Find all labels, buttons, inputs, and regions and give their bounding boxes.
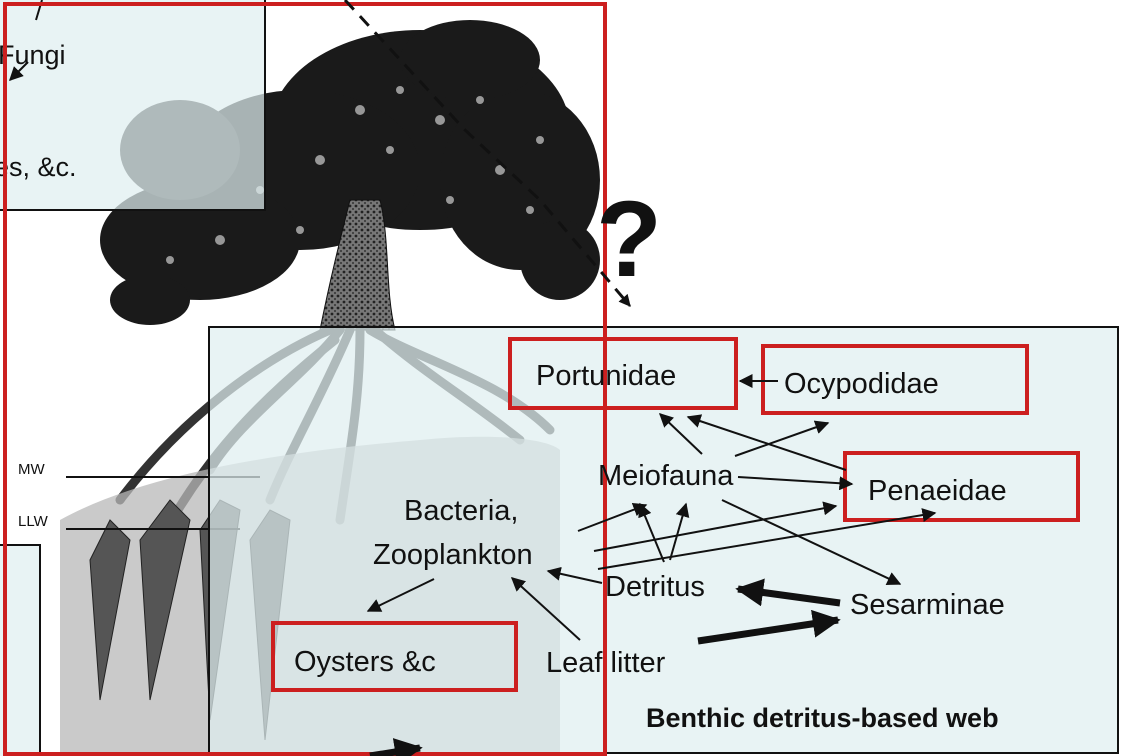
node-detritus: Detritus: [605, 571, 705, 603]
llw-label: LLW: [18, 513, 49, 530]
top-left-panel: Fungi es, &c.: [0, 0, 265, 210]
node-oysters: Oysters &c: [294, 646, 436, 678]
fungi-label: Fungi: [0, 40, 66, 70]
node-bacteria-line1: Bacteria,: [404, 495, 518, 527]
node-sesarminae: Sesarminae: [850, 589, 1005, 621]
node-portunidae: Portunidae: [536, 360, 676, 392]
node-bacteria-line2: Zooplankton: [373, 539, 533, 571]
node-leaf-litter: Leaf litter: [546, 647, 666, 679]
node-meiofauna: Meiofauna: [598, 460, 734, 492]
panel-title: Benthic detritus-based web: [646, 703, 999, 733]
node-penaeidae: Penaeidae: [868, 475, 1007, 507]
etc-label: es, &c.: [0, 152, 77, 182]
question-mark: ?: [596, 178, 662, 299]
node-ocypodidae: Ocypodidae: [784, 368, 939, 400]
mw-label: MW: [18, 461, 45, 478]
